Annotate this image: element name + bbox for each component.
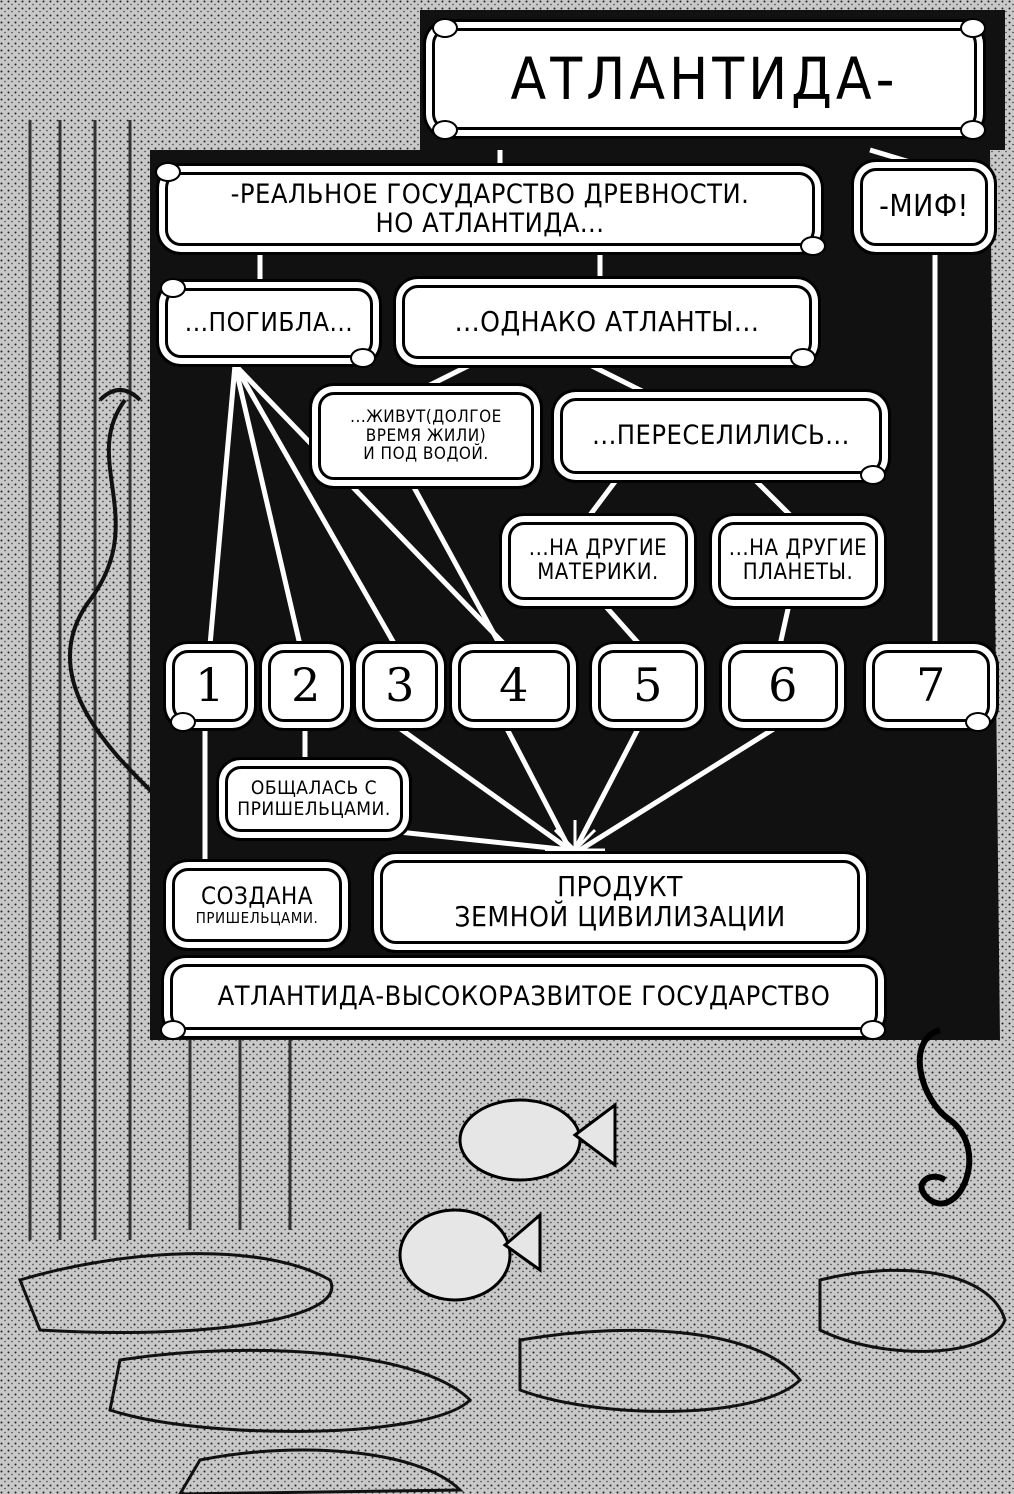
scroll-ornament [160,278,186,298]
scroll-ornament [432,18,458,38]
scroll-ornament [860,1020,886,1040]
migrated-text: ...ПЕРЕСЕЛИЛИСЬ... [592,420,850,452]
seaweed-left [67,398,162,802]
hypothesis-5-label: 5 [633,658,663,713]
live-underwater-line-3: И ПОД ВОДОЙ. [363,444,489,465]
planets-line-1: ...НА ДРУГИЕ [728,536,868,562]
connectors [202,147,938,865]
hypothesis-7-label: 7 [916,658,946,713]
contact-line-1: ОБЩАЛАСЬ С [250,777,378,800]
migrated-box: ...ПЕРЕСЕЛИЛИСЬ... [560,398,882,474]
scroll-ornament [800,236,826,256]
continents-box: ...НА ДРУГИЕ МАТЕРИКИ. [508,522,688,600]
created-line-1: СОЗДАНА [200,881,314,910]
conclusion-text: АТЛАНТИДА-ВЫСОКОРАЗВИТОЕ ГОСУДАРСТВО [217,981,831,1013]
hypothesis-6-label: 6 [768,658,798,713]
myth-box: -МИФ! [860,168,988,246]
planets-line-2: ПЛАНЕТЫ. [742,560,854,585]
continents-line-1: ...НА ДРУГИЕ [528,536,668,562]
continents-line-2: МАТЕРИКИ. [537,560,659,585]
planets-box: ...НА ДРУГИЕ ПЛАНЕТЫ. [718,522,878,600]
hypothesis-1-label: 1 [195,658,225,713]
created-line-2: ПРИШЕЛЬЦАМИ. [195,908,319,927]
perished-text: ...ПОГИБЛА... [184,307,354,338]
however-text: ...ОДНАКО АТЛАНТЫ... [454,304,760,338]
hypothesis-7: 7 [872,650,990,722]
product-box: ПРОДУКТ ЗЕМНОЙ ЦИВИЛИЗАЦИИ [380,860,860,944]
scroll-ornament [965,712,991,732]
hypothesis-2: 2 [268,650,344,722]
real-state-box: -РЕАЛЬНОЕ ГОСУДАРСТВО ДРЕВНОСТИ. НО АТЛА… [165,172,815,246]
title-box: АТЛАНТИДА- [432,28,977,130]
contact-line-2: ПРИШЕЛЬЦАМИ. [237,798,391,820]
scroll-ornament [160,1020,186,1040]
scroll-ornament [155,162,181,182]
however-box: ...ОДНАКО АТЛАНТЫ... [402,285,812,359]
real-state-line-1: -РЕАЛЬНОЕ ГОСУДАРСТВО ДРЕВНОСТИ. [230,178,750,210]
live-underwater-box: ...ЖИВУТ(ДОЛГОЕ ВРЕМЯ ЖИЛИ) И ПОД ВОДОЙ. [318,392,534,480]
product-line-2: ЗЕМНОЙ ЦИВИЛИЗАЦИИ [454,900,786,933]
title-text: АТЛАНТИДА- [510,44,899,113]
hypothesis-4: 4 [458,650,570,722]
scroll-ornament [960,120,986,140]
conclusion-box: АТЛАНТИДА-ВЫСОКОРАЗВИТОЕ ГОСУДАРСТВО [170,964,878,1030]
hypothesis-2-label: 2 [291,658,321,713]
fish-illustration [398,1098,617,1302]
scroll-ornament [960,18,986,38]
live-underwater-line-2: ВРЕМЯ ЖИЛИ) [365,425,487,446]
hypothesis-3-label: 3 [385,658,415,713]
scroll-ornament [170,712,196,732]
real-state-line-2: НО АТЛАНТИДА... [375,208,605,239]
product-line-1: ПРОДУКТ [557,869,683,903]
hypothesis-3: 3 [362,650,438,722]
hypothesis-5: 5 [598,650,698,722]
scroll-ornament [350,348,376,368]
hypothesis-1: 1 [172,650,248,722]
seabed-rocks [17,1252,1007,1494]
seahorse-illustration [916,1027,973,1207]
scroll-ornament [790,348,816,368]
scroll-ornament [432,120,458,140]
live-underwater-line-1: ...ЖИВУТ(ДОЛГОЕ [350,407,502,428]
hypothesis-6: 6 [728,650,838,722]
ruined-columns [28,120,292,1240]
scroll-ornament [860,465,886,485]
perished-box: ...ПОГИБЛА... [165,288,373,358]
created-box: СОЗДАНА ПРИШЕЛЬЦАМИ. [172,868,342,942]
myth-text: -МИФ! [879,188,969,224]
contact-box: ОБЩАЛАСЬ С ПРИШЕЛЬЦАМИ. [225,766,403,832]
hypothesis-4-label: 4 [499,658,529,713]
